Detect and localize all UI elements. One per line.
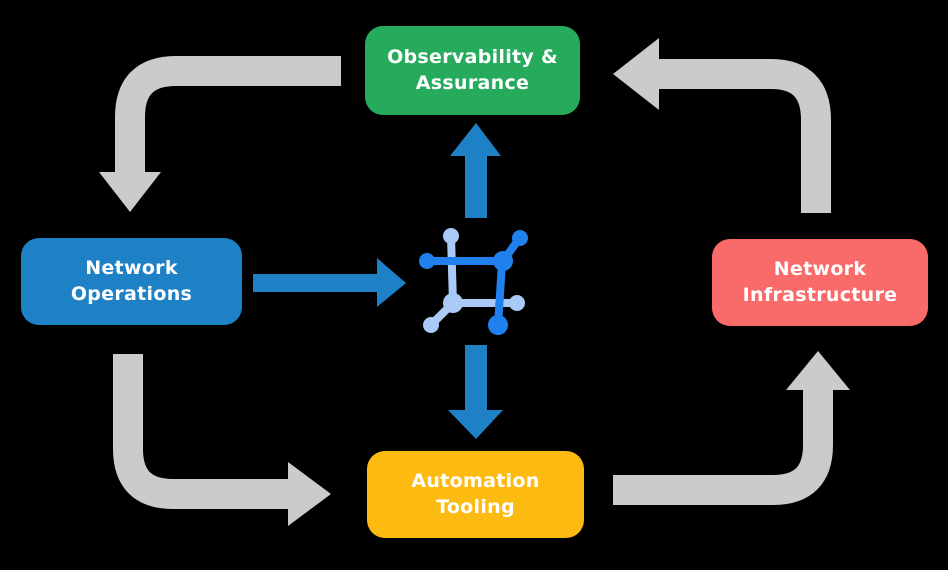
node-label: Observability & Assurance bbox=[387, 45, 558, 94]
arrow-head-right bbox=[288, 462, 331, 526]
node-label: Automation Tooling bbox=[411, 469, 540, 518]
icon-node-top-right bbox=[512, 230, 528, 246]
icon-dark-blue-nodes bbox=[419, 230, 528, 335]
arrow-shaft bbox=[113, 354, 289, 509]
arrow-center-to-automation bbox=[448, 345, 503, 439]
arrow-observability-to-operations bbox=[99, 56, 341, 212]
node-automation-tooling: Automation Tooling bbox=[367, 451, 584, 538]
icon-left-edge bbox=[447, 232, 457, 307]
arrow-head-left bbox=[613, 38, 659, 110]
icon-node-bottom bbox=[488, 315, 508, 335]
arrow-operations-to-center bbox=[253, 258, 406, 307]
arrow-head-up bbox=[450, 123, 501, 156]
node-observability-assurance: Observability & Assurance bbox=[365, 26, 580, 115]
network-automation-icon bbox=[419, 228, 528, 335]
icon-corner-top-right bbox=[493, 251, 513, 271]
arrow-center-to-observability bbox=[450, 123, 501, 218]
node-network-operations: Network Operations bbox=[21, 238, 242, 325]
icon-node-top bbox=[443, 228, 459, 244]
arrow-shaft bbox=[658, 59, 831, 213]
arrow-head-right bbox=[377, 258, 406, 307]
node-label: Network Operations bbox=[70, 256, 193, 305]
icon-node-bottom-left bbox=[423, 317, 439, 333]
icon-corner-bottom-left bbox=[443, 293, 463, 313]
arrow-automation-to-infrastructure bbox=[613, 351, 850, 505]
arrow-shaft bbox=[115, 56, 341, 174]
icon-node-left bbox=[419, 253, 435, 269]
node-label: Network Infrastructure bbox=[742, 257, 898, 306]
icon-light-blue-nodes bbox=[423, 228, 525, 333]
arrow-head-down bbox=[99, 172, 161, 212]
icon-right-edge bbox=[494, 259, 506, 329]
node-network-infrastructure: Network Infrastructure bbox=[712, 239, 928, 326]
arrow-head-down bbox=[448, 410, 503, 439]
arrow-shaft bbox=[613, 389, 833, 505]
arrow-infrastructure-to-observability bbox=[613, 38, 831, 213]
icon-node-right bbox=[509, 295, 525, 311]
arrow-head-up bbox=[786, 351, 850, 390]
arrow-operations-to-automation bbox=[113, 354, 331, 526]
